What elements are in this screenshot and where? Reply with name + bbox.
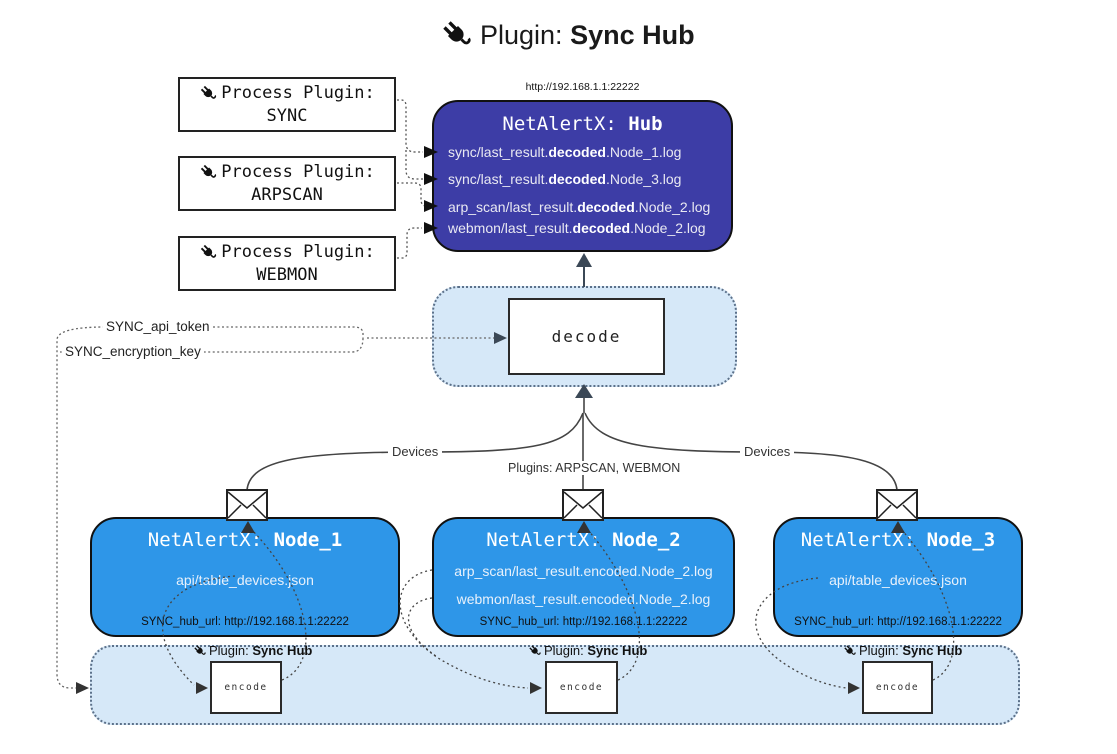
sync-to-hub-line-2	[405, 150, 423, 180]
hub-box: NetAlertX: Hub sync/last_result.decoded.…	[432, 100, 733, 252]
hub-log-line: arp_scan/last_result.decoded.Node_2.log	[448, 199, 711, 215]
process-plugin-name: SYNC	[266, 105, 308, 126]
webmon-to-hub-line	[397, 227, 422, 259]
node-3-box: NetAlertX: Node_3 api/table_devices.json…	[773, 517, 1023, 637]
encoder-label: Plugin: Sync Hub	[193, 643, 312, 658]
node-file: webmon/last_result.encoded.Node_2.log	[456, 591, 711, 607]
process-plugin-name: ARPSCAN	[251, 184, 323, 205]
arpscan-to-hub-line	[397, 182, 427, 207]
encode-box: encode	[545, 661, 618, 714]
node-hub-url: SYNC_hub_url: http://192.168.1.1:22222	[794, 616, 1002, 628]
hub-log-line: webmon/last_result.decoded.Node_2.log	[448, 220, 706, 236]
node-file: api/table_devices.json	[829, 572, 967, 588]
decode-box: decode	[508, 298, 665, 375]
devices-label-right: Devices	[740, 444, 795, 459]
plug-icon	[199, 84, 218, 103]
hub-log-line: sync/last_result.decoded.Node_1.log	[448, 144, 682, 160]
node-title: NetAlertX: Node_3	[800, 529, 996, 551]
node-title: NetAlertX: Node_2	[486, 529, 681, 551]
node-file: api/table_devices.json	[176, 572, 314, 588]
page-title: Plugin: Sync Hub	[440, 18, 695, 52]
envelope-icon	[876, 489, 918, 521]
node-file: arp_scan/last_result.encoded.Node_2.log	[454, 563, 713, 579]
devices-label-left: Devices	[388, 444, 443, 459]
plug-icon	[528, 643, 542, 658]
page-title-prefix: Plugin:	[480, 19, 571, 50]
process-plugin-name: WEBMON	[256, 264, 318, 285]
encode-box: encode	[210, 661, 282, 714]
node-1-box: NetAlertX: Node_1 api/table_devices.json…	[90, 517, 400, 637]
hub-log-line: sync/last_result.decoded.Node_3.log	[448, 171, 682, 187]
arrowhead	[576, 253, 592, 267]
node-2-box: NetAlertX: Node_2 arp_scan/last_result.e…	[432, 517, 735, 637]
envelope-icon	[562, 489, 604, 521]
settings-left-line	[56, 326, 106, 689]
plug-icon	[843, 643, 857, 658]
node-title: NetAlertX: Node_1	[147, 529, 343, 551]
encoder-label: Plugin: Sync Hub	[843, 643, 962, 658]
plug-icon	[193, 643, 207, 658]
plug-icon	[440, 18, 473, 51]
hub-url: http://192.168.1.1:22222	[525, 81, 640, 93]
process-plugin-label: Process Plugin:	[221, 242, 375, 263]
process-plugin-sync: Process Plugin: SYNC	[178, 77, 396, 132]
sync-encryption-key-label: SYNC_encryption_key	[62, 344, 204, 359]
process-plugin-arpscan: Process Plugin: ARPSCAN	[178, 156, 396, 211]
envelope-icon	[226, 489, 268, 521]
node-hub-url: SYNC_hub_url: http://192.168.1.1:22222	[479, 616, 688, 628]
sync-api-token-label: SYNC_api_token	[103, 319, 213, 334]
sync-to-hub-line-1	[397, 99, 423, 153]
arrowhead	[76, 682, 89, 694]
encoder-label: Plugin: Sync Hub	[528, 643, 647, 658]
plug-icon	[199, 243, 218, 262]
process-plugin-webmon: Process Plugin: WEBMON	[178, 236, 396, 291]
plugins-label: Plugins: ARPSCAN, WEBMON	[504, 461, 685, 475]
process-plugin-label: Process Plugin:	[221, 162, 375, 183]
encode-box: encode	[862, 661, 933, 714]
page-title-name: Sync Hub	[570, 19, 695, 50]
process-plugin-label: Process Plugin:	[221, 83, 375, 104]
node-hub-url: SYNC_hub_url: http://192.168.1.1:22222	[141, 616, 349, 628]
plug-icon	[199, 163, 218, 182]
hub-title: NetAlertX: Hub	[502, 113, 663, 135]
